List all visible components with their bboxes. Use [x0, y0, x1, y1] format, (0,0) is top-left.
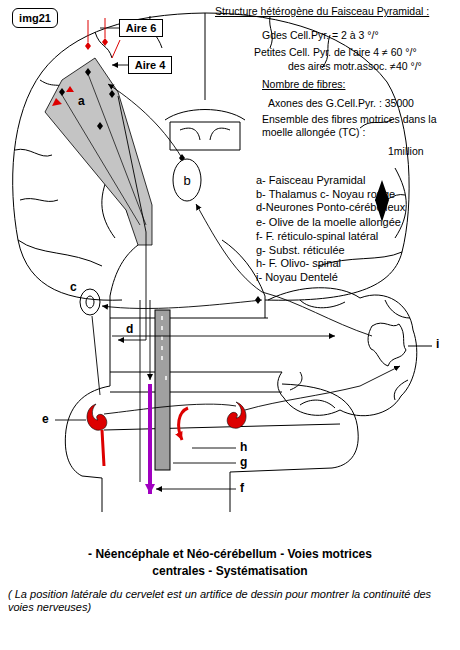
note-text: Ensemble des fibres motrices dans la moe…	[262, 113, 437, 138]
key-entry: e- Olive de la moelle allongée	[256, 216, 401, 229]
callout-letter: i	[436, 337, 439, 351]
reticulo-spinal-tract	[148, 384, 152, 494]
note-text: Petites Cell. Pyr. de l'aire 4 ≠ 60 °/°	[254, 46, 417, 59]
key-entry: d-Neurones Ponto-cérébelleux	[256, 201, 405, 214]
ventricles	[170, 122, 240, 150]
note-heading: Nombre de fibres:	[262, 78, 345, 91]
key-entry: b- Thalamus c- Noyau rouge	[256, 188, 395, 201]
area-box: Aire 4	[128, 56, 172, 74]
callout-letter: h	[240, 440, 247, 454]
key-entry: i- Noyau Dentelé	[256, 271, 338, 284]
olive	[87, 402, 246, 430]
area-box: Aire 6	[119, 19, 163, 37]
ponto-cerebellar-fibre	[112, 336, 335, 337]
callout-letter: a	[78, 94, 85, 108]
cerebellum-folia	[290, 300, 410, 408]
olivo-spinal-tract	[102, 408, 188, 466]
rubro-spinal-fibre	[92, 316, 100, 395]
note-text: des aires motr.assoc. ≠40 °/°	[288, 60, 422, 73]
footnote: ( La position latérale du cervelet est u…	[8, 588, 453, 614]
figure-caption: - Néencéphale et Néo-cérébellum - Voies …	[80, 546, 380, 580]
cerebellum-outline	[268, 288, 417, 416]
red-nucleus	[80, 289, 100, 315]
note-heading: Structure hétérogène du Faisceau Pyramid…	[215, 5, 429, 18]
cortico-pontine-fibre	[118, 96, 146, 340]
callout-letter: c	[70, 280, 77, 294]
note-text: Axones des G.Cell.Pyr. : 35000	[268, 97, 414, 110]
dentato-rubral-fibre	[102, 300, 262, 308]
cortical-neurons	[59, 68, 261, 304]
callout-letter: e	[42, 412, 49, 426]
leader-line	[408, 346, 432, 347]
thalamo-cortical-fibre	[108, 84, 182, 158]
key-entry: a- Faisceau Pyramidal	[256, 174, 365, 187]
reticular-marks	[162, 316, 166, 380]
node-text: Aire 6	[126, 22, 157, 34]
olivo-cerebellar-fibre	[245, 366, 400, 410]
thalamus-oval: b	[172, 158, 202, 202]
reticular-column	[155, 310, 170, 470]
note-text: 1million	[388, 145, 424, 158]
note-text: Gdes Cell.Pyr. = 2 à 3 °/°	[262, 29, 379, 42]
olive-crossing-fibre	[104, 404, 236, 414]
oval-shape	[173, 159, 201, 201]
callout-letter: f	[240, 481, 244, 495]
callout-letter: d	[126, 322, 133, 336]
tract-fibres	[62, 74, 146, 225]
midline-fissure	[165, 13, 245, 120]
key-entry: g- Subst. réticulée	[256, 244, 345, 257]
node-text: img21	[19, 12, 51, 24]
key-entry: f- F. réticulo-spinal latéral	[256, 230, 378, 243]
leader-arrow	[55, 420, 236, 489]
dentate-nucleus	[368, 323, 406, 366]
pyramidal-cell-axons	[88, 18, 120, 58]
figure-tag: img21	[12, 8, 58, 28]
callout-letter: g	[240, 455, 247, 469]
node-text: Aire 4	[135, 59, 166, 71]
outlines	[13, 13, 432, 512]
pyramidal-tract	[45, 58, 152, 245]
key-entry: h- F. Olivo- spinal	[256, 257, 341, 270]
temporal-lobe	[18, 240, 402, 266]
node-text: b	[183, 173, 190, 188]
